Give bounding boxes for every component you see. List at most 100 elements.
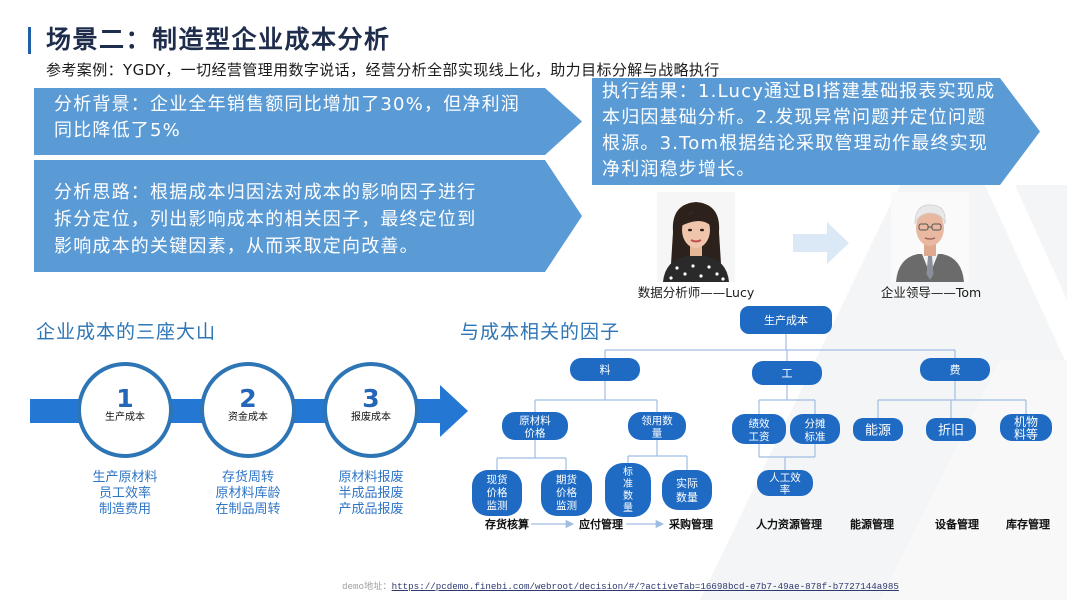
factor-node-label: 数 (623, 489, 633, 502)
analysis-approach-line: 分析思路：根据成本归因法对成本的影响因子进行 (54, 182, 477, 203)
demo-address-footer: demo地址：https://pcdemo.finebi.com/webroot… (342, 581, 899, 593)
mountain-detail-item: 原材料报废 (338, 470, 404, 485)
factor-node-label: 价格 (556, 486, 577, 499)
factor-node-label: 监测 (556, 499, 577, 512)
mountain-circle-capital: 2 资金成本 (200, 362, 296, 458)
mountain-label: 资金成本 (228, 412, 268, 423)
analysis-background-text: 分析背景：企业全年销售额同比增加了30%，但净利润 同比降低了5% (54, 92, 520, 144)
execution-result-arrow-shape (592, 78, 1040, 185)
analysis-approach-line: 影响成本的关键因素，从而采取定向改善。 (54, 236, 419, 257)
analysis-approach-box: 分析思路：根据成本归因法对成本的影响因子进行 拆分定位，列出影响成本的相关因子，… (34, 160, 582, 272)
mountain-number: 2 (239, 384, 257, 413)
factor-node-label: 绩效 (749, 417, 770, 430)
execution-result-box: 执行结果：1.Lucy通过BI搭建基础报表实现成 本归因基础分析。2.发现异常问… (592, 78, 1040, 185)
factor-node-spot-price-monitoring: 现货 价格 监测 (472, 470, 522, 516)
mountain-circle-production: 1 生产成本 (77, 362, 173, 458)
factor-node-label: 领用数 (641, 414, 673, 427)
mountain-details-production: 生产原材料 员工效率 制造费用 (70, 470, 180, 518)
slide-title: 场景二：制造型企业成本分析 (46, 25, 391, 54)
system-label-equipment-management: 设备管理 (935, 517, 979, 531)
factor-node-label: 标准 (805, 431, 826, 443)
factor-node-label: 数量 (676, 491, 698, 504)
system-label-human-resources: 人力资源管理 (756, 517, 822, 531)
demo-address-link[interactable]: https://pcdemo.finebi.com/webroot/decisi… (391, 581, 899, 592)
mountain-number: 1 (116, 384, 134, 413)
system-label-procurement: 采购管理 (668, 517, 713, 531)
factor-node-labor: 工 (752, 361, 822, 385)
system-label-accounts-payable: 应付管理 (579, 517, 623, 531)
factor-node-label: 工 (782, 367, 793, 380)
system-label-inventory-accounting: 存货核算 (485, 517, 529, 531)
execution-result-line: 本归因基础分析。2.发现异常问题并定位问题 (602, 107, 987, 128)
factor-node-labor-efficiency: 人工效 率 (757, 470, 813, 496)
system-label-energy-management: 能源管理 (850, 517, 894, 531)
analyst-portrait-icon (657, 192, 735, 282)
factor-node-depreciation: 折旧 (926, 418, 976, 441)
factor-node-label: 人工效 (769, 471, 801, 484)
factor-node-raw-material-price: 原材料 价格 (502, 412, 568, 440)
mountain-detail-item: 存货周转 (221, 470, 274, 485)
analyst-caption: 数据分析师——Lucy (637, 285, 755, 300)
analysis-background-arrow-shape (34, 88, 582, 155)
factor-node-label: 机物 (1014, 415, 1038, 429)
mountain-detail-item: 半成品报废 (338, 486, 404, 501)
mountains-heading: 企业成本的三座大山 (36, 321, 217, 343)
factor-node-expense: 费 (920, 358, 990, 381)
factor-node-energy: 能源 (853, 418, 903, 441)
factor-node-material: 料 (570, 358, 640, 381)
mountain-details-scrap: 原材料报废 半成品报废 产成品报废 (316, 470, 426, 518)
analysis-approach-text: 分析思路：根据成本归因法对成本的影响因子进行 拆分定位，列出影响成本的相关因子，… (54, 179, 476, 260)
mountain-number: 3 (362, 384, 380, 413)
factor-node-label: 价格 (487, 486, 508, 499)
mountain-detail-item: 在制品周转 (215, 502, 281, 517)
factor-node-label: 能源 (865, 424, 891, 439)
factor-node-label: 料等 (1014, 428, 1038, 442)
factor-node-root: 生产成本 (740, 306, 832, 334)
mountain-detail-item: 生产原材料 (92, 470, 158, 485)
factor-node-label: 现货 (487, 473, 508, 486)
factor-node-label: 监测 (487, 499, 508, 512)
factor-node-label: 价格 (525, 427, 546, 440)
factors-heading: 与成本相关的因子 (460, 321, 621, 343)
factor-node-label: 标 (623, 466, 633, 478)
analysis-background-line: 同比降低了5% (54, 120, 181, 141)
factor-node-label: 折旧 (938, 424, 964, 439)
factor-node-materials-etc: 机物 料等 (1000, 414, 1052, 442)
mountain-detail-item: 原材料库龄 (215, 486, 281, 501)
factor-node-label: 量 (652, 428, 663, 440)
factor-node-label: 期货 (556, 473, 577, 486)
factor-node-label: 量 (623, 502, 633, 514)
leader-portrait-icon (891, 192, 969, 282)
cost-factor-tree: 生产成本 料 工 费 原材料 价格 领用数 量 绩效 工资 分摊 标准 能源 折… (472, 306, 1052, 531)
analysis-approach-line: 拆分定位，列出影响成本的相关因子，最终定位到 (54, 209, 477, 230)
analysis-approach-arrow-shape (34, 160, 582, 272)
factor-node-performance-pay: 绩效 工资 (732, 414, 786, 444)
mountain-detail-item: 产成品报废 (338, 502, 404, 517)
leader-caption: 企业领导——Tom (880, 285, 982, 300)
factor-node-label: 准 (623, 478, 633, 490)
factor-node-label: 工资 (749, 431, 770, 443)
mountain-detail-item: 员工效率 (98, 486, 151, 501)
mountain-label: 生产成本 (105, 412, 145, 423)
factor-node-label: 原材料 (519, 414, 551, 427)
mountain-detail-item: 制造费用 (98, 502, 151, 517)
arrow-right-icon (793, 222, 849, 264)
slide-subtitle: 参考案例：YGDY，一切经营管理用数字说话，经营分析全部实现线上化，助力目标分解… (46, 61, 720, 79)
factor-node-label: 分摊 (805, 417, 826, 430)
demo-address-label: demo地址： (342, 581, 392, 592)
mountain-details-capital: 存货周转 原材料库龄 在制品周转 (193, 470, 303, 518)
factor-node-label: 料 (600, 363, 611, 377)
execution-result-line: 净利润稳步增长。 (602, 159, 756, 180)
execution-result-line: 执行结果：1.Lucy通过BI搭建基础报表实现成 (602, 81, 996, 102)
tree-connectors (496, 334, 1027, 529)
factor-node-label: 生产成本 (764, 313, 808, 327)
mountain-circle-scrap: 3 报废成本 (323, 362, 419, 458)
factor-node-label: 率 (780, 483, 791, 496)
factor-node-label: 实际 (676, 476, 698, 490)
factor-node-label: 费 (950, 364, 961, 377)
execution-result-line: 根源。3.Tom根据结论采取管理动作最终实现 (602, 133, 989, 154)
factor-node-futures-price-monitoring: 期货 价格 监测 (541, 470, 592, 516)
mountain-label: 报废成本 (351, 412, 391, 423)
factor-node-usage-quantity: 领用数 量 (628, 412, 686, 440)
